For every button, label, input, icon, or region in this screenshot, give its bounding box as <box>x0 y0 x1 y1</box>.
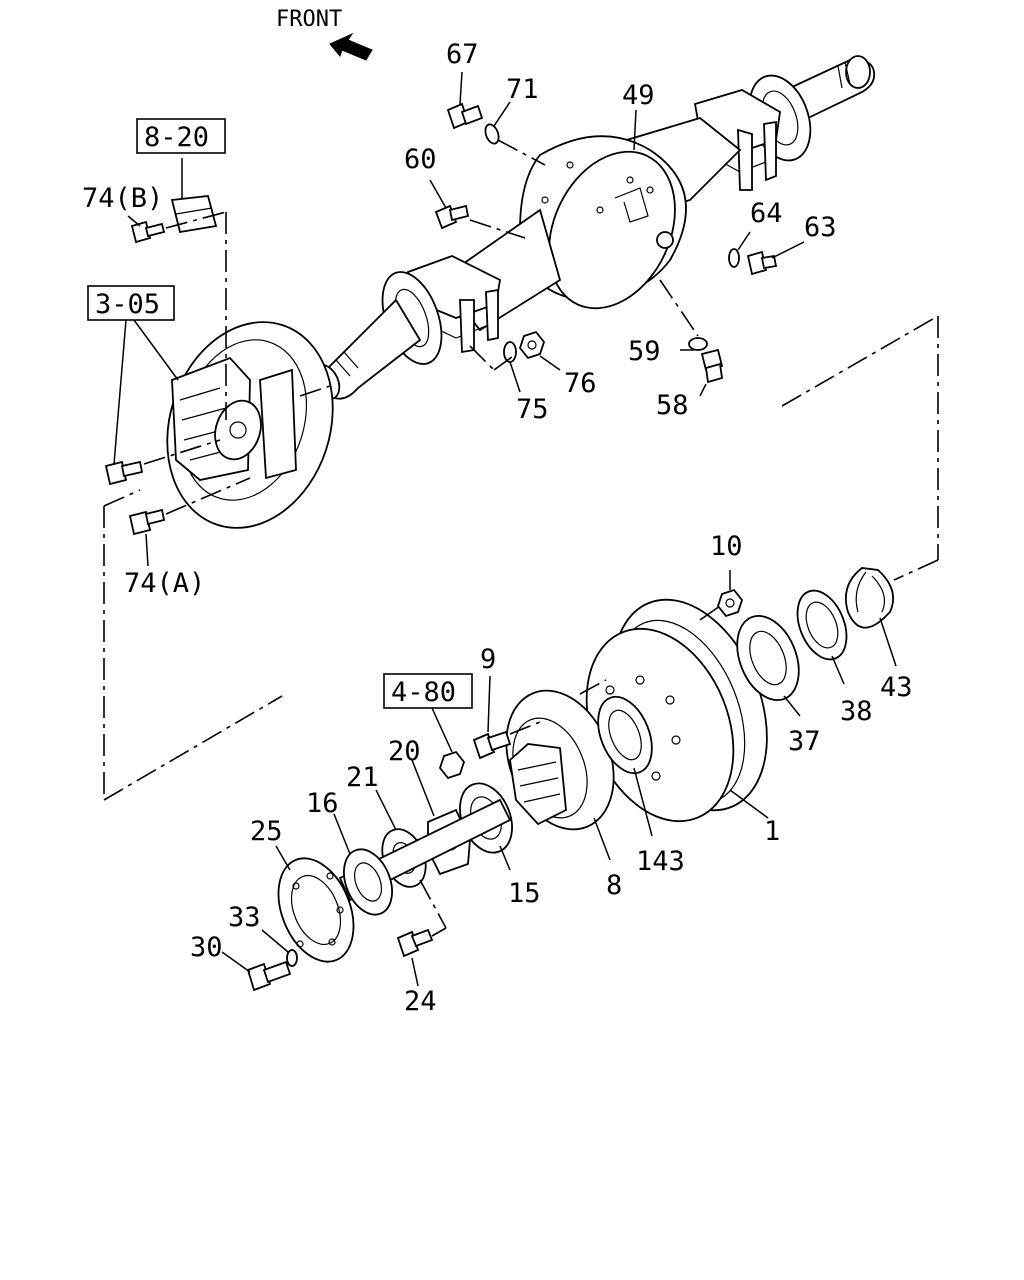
bracket-8-20 <box>170 195 218 234</box>
oil-seal-143 <box>597 695 653 775</box>
callout-67: 67 <box>446 39 479 70</box>
front-label: FRONT <box>276 7 342 32</box>
bolt-74b-icon <box>130 220 166 244</box>
callout-76: 76 <box>564 368 597 399</box>
ref-box-3-05: 3-05 <box>87 285 175 321</box>
bolt-67-icon <box>446 102 484 130</box>
bolt-74a-icon <box>128 508 166 536</box>
svg-text:8-20: 8-20 <box>144 122 209 153</box>
brake-assembly <box>166 321 334 529</box>
callout-37: 37 <box>788 726 821 757</box>
axle-housing <box>311 55 876 400</box>
svg-text:3-05: 3-05 <box>95 289 160 320</box>
callout-9: 9 <box>480 644 496 675</box>
callout-20: 20 <box>388 736 421 767</box>
callout-21: 21 <box>346 762 379 793</box>
leader-lines <box>113 71 897 987</box>
center-lines <box>103 139 939 937</box>
callout-143: 143 <box>636 846 685 877</box>
callout-25: 25 <box>250 816 283 847</box>
callout-labels: 67 71 49 60 64 63 74(B) 59 58 75 76 74(A… <box>82 39 913 1017</box>
callout-59: 59 <box>628 336 661 367</box>
callout-71: 71 <box>506 74 539 105</box>
hub-8 <box>505 689 615 831</box>
callout-63: 63 <box>804 212 837 243</box>
plug-63-icon <box>746 250 778 276</box>
washer-33-icon <box>286 949 298 967</box>
callout-58: 58 <box>656 390 689 421</box>
callout-1: 1 <box>764 816 780 847</box>
callout-38: 38 <box>840 696 873 727</box>
callout-43: 43 <box>880 672 913 703</box>
snap-ring-43 <box>844 567 894 629</box>
ref-box-4-80: 4-80 <box>383 673 473 709</box>
callout-74a: 74(A) <box>124 568 205 599</box>
ref-box-8-20: 8-20 <box>136 118 226 154</box>
front-arrow-icon <box>329 32 373 61</box>
bolt-30-icon <box>246 960 292 992</box>
callout-24: 24 <box>404 986 437 1017</box>
callout-15: 15 <box>508 878 541 909</box>
washer-59-icon <box>688 337 708 351</box>
callout-64: 64 <box>750 198 783 229</box>
callout-10: 10 <box>710 531 743 562</box>
callout-49: 49 <box>622 80 655 111</box>
svg-text:4-80: 4-80 <box>391 677 456 708</box>
callout-60: 60 <box>404 144 437 175</box>
washer-71-icon <box>484 123 500 145</box>
seal-38 <box>796 589 848 661</box>
nut-76-icon <box>518 330 546 360</box>
nut-4-80-icon <box>438 750 466 780</box>
callout-74b: 74(B) <box>82 183 163 214</box>
hub-bolt-9-icon <box>472 730 512 760</box>
plug-58-icon <box>700 348 724 384</box>
bearing-37 <box>736 614 800 702</box>
washer-64-icon <box>728 248 740 268</box>
hub-cap-25 <box>277 857 355 963</box>
bolt-24-icon <box>396 928 434 958</box>
seal-16 <box>343 848 393 916</box>
bolt-left-icon <box>104 460 144 486</box>
callout-33: 33 <box>228 902 261 933</box>
callout-8: 8 <box>606 870 622 901</box>
callout-30: 30 <box>190 932 223 963</box>
breather-60-icon <box>434 204 470 230</box>
nut-10-icon <box>716 588 744 618</box>
callout-75: 75 <box>516 394 549 425</box>
callout-16: 16 <box>306 788 339 819</box>
